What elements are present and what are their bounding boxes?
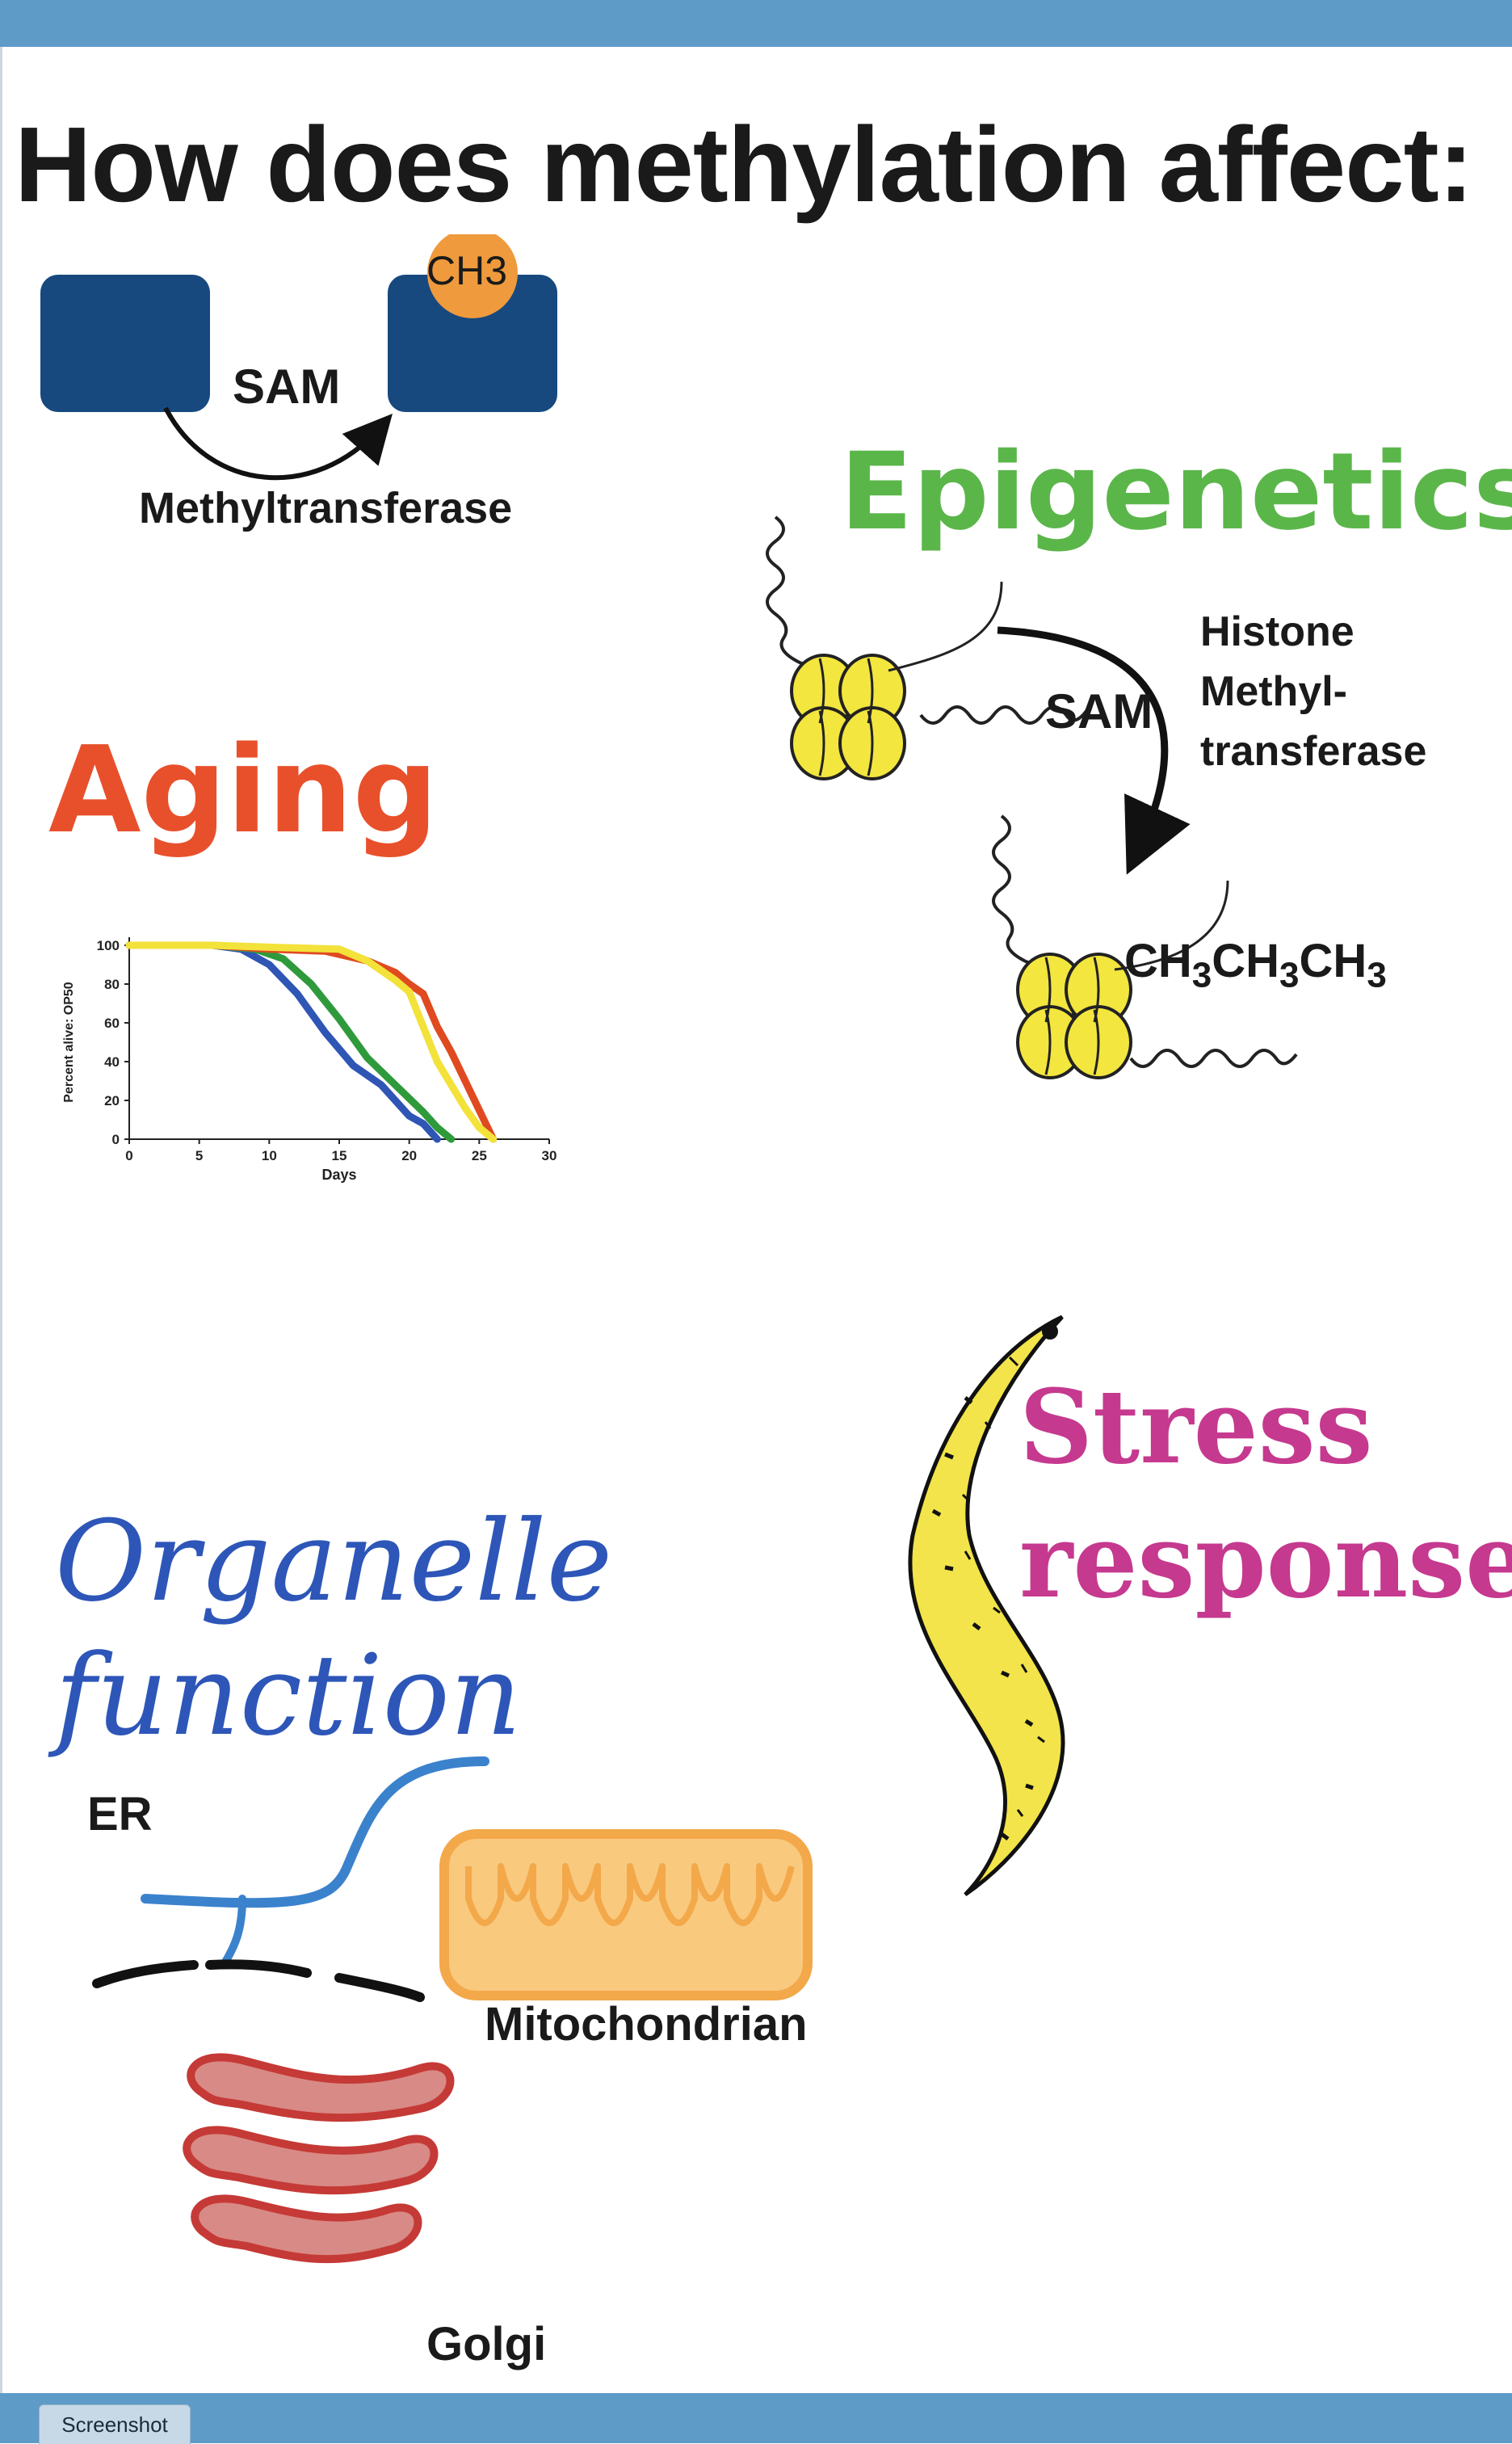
x-tick-label: 20 bbox=[401, 1148, 417, 1163]
organelle-heading-line1: Organelle bbox=[55, 1496, 613, 1626]
golgi-illustration bbox=[183, 2053, 455, 2264]
aging-heading: Aging bbox=[48, 721, 439, 860]
worm-body bbox=[908, 1315, 1065, 1897]
x-tick-label: 0 bbox=[125, 1148, 132, 1163]
histone-methyltransferase-line3: transferase bbox=[1200, 728, 1427, 775]
histone-sam-label: SAM bbox=[1045, 684, 1153, 738]
y-tick-label: 80 bbox=[104, 977, 120, 992]
y-tick-label: 20 bbox=[104, 1093, 120, 1108]
bottom-frame-bar bbox=[0, 2393, 1512, 2443]
y-tick-label: 40 bbox=[104, 1054, 120, 1070]
ch3-mark-3-sub: 3 bbox=[1367, 955, 1387, 995]
histone-methylation-diagram bbox=[766, 515, 1298, 1079]
nucleosome-unmethylated bbox=[766, 515, 1088, 780]
screenshot-tab[interactable]: Screenshot bbox=[39, 2404, 191, 2444]
er-illustration bbox=[92, 1756, 489, 2002]
ch3-mark-2-sub: 3 bbox=[1279, 955, 1300, 995]
ch3-label: CH3 bbox=[426, 248, 508, 293]
x-axis-label: Days bbox=[321, 1167, 356, 1183]
histone-methylation-arrow bbox=[997, 626, 1191, 875]
mitochondrian-label: Mitochondrian bbox=[485, 1998, 808, 2051]
histone-methyltransferase-line2: Methyl- bbox=[1200, 668, 1347, 715]
sam-label: SAM bbox=[233, 360, 341, 414]
y-tick-label: 60 bbox=[104, 1016, 120, 1031]
ch3-mark-1: CH bbox=[1124, 935, 1192, 987]
ch3-group-circle bbox=[427, 234, 518, 318]
histone-ch3-marks: CH3CH3CH3 bbox=[1124, 934, 1387, 996]
x-tick-label: 30 bbox=[542, 1148, 557, 1163]
x-tick-label: 5 bbox=[195, 1148, 203, 1163]
ch3-mark-3: CH bbox=[1299, 935, 1367, 987]
y-tick-label: 100 bbox=[97, 938, 120, 953]
organelle-heading-line2: function bbox=[55, 1630, 522, 1760]
unmethylated-protein-block bbox=[40, 275, 210, 412]
page-title: How does methylation affect: bbox=[15, 105, 1474, 224]
organelle-illustrations bbox=[92, 1756, 813, 2264]
x-tick-label: 25 bbox=[472, 1148, 487, 1163]
survival-curve-4 bbox=[125, 941, 498, 1143]
ch3-mark-2: CH bbox=[1212, 935, 1280, 987]
methylation-reaction-diagram bbox=[40, 234, 557, 481]
y-axis-label: Percent alive: OP50 bbox=[62, 982, 76, 1103]
methyltransferase-label: Methyltransferase bbox=[139, 484, 513, 532]
methylated-protein-block bbox=[388, 275, 557, 412]
epigenetics-heading: Epigenetics bbox=[840, 430, 1512, 554]
er-label: ER bbox=[87, 1788, 153, 1840]
nucleosome-methylated bbox=[992, 814, 1298, 1079]
x-tick-label: 15 bbox=[332, 1148, 347, 1163]
stress-heading-line2: response bbox=[1019, 1501, 1512, 1621]
y-tick-label: 0 bbox=[112, 1132, 120, 1147]
golgi-label: Golgi bbox=[426, 2318, 547, 2370]
x-tick-label: 10 bbox=[262, 1148, 277, 1163]
left-frame-edge bbox=[0, 47, 2, 2396]
worm-illustration bbox=[908, 1315, 1065, 1897]
survival-curve-3 bbox=[125, 941, 498, 1143]
histone-methyltransferase-line1: Histone bbox=[1200, 608, 1354, 655]
mitochondrion-illustration bbox=[439, 1829, 813, 2000]
ch3-mark-1-sub: 3 bbox=[1191, 955, 1212, 995]
reaction-arrow bbox=[163, 406, 393, 481]
top-frame-bar bbox=[0, 0, 1512, 47]
stress-heading-line1: Stress bbox=[1019, 1367, 1373, 1487]
